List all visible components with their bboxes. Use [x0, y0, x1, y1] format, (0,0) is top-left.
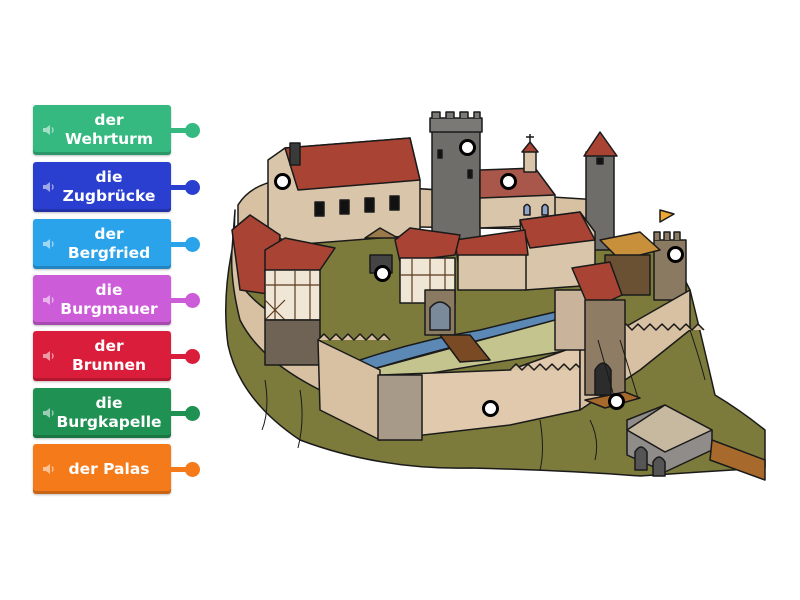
label-die-burgmauer[interactable]: die Burgmauer — [33, 275, 171, 325]
connector-handle[interactable] — [185, 406, 200, 421]
label-text: die Burgkapelle — [56, 394, 162, 431]
connector-handle[interactable] — [185, 180, 200, 195]
speaker-icon[interactable] — [42, 238, 56, 250]
label-text: der Palas — [68, 459, 150, 478]
label-text: der Brunnen — [71, 337, 147, 374]
connector-line — [171, 298, 189, 303]
connector-line — [171, 185, 189, 190]
drop-target-pin[interactable] — [500, 173, 517, 190]
label-text: die Zugbrücke — [62, 168, 156, 205]
drop-target-pin[interactable] — [374, 265, 391, 282]
connector-line — [171, 411, 189, 416]
drop-target-pin[interactable] — [608, 393, 625, 410]
connector-line — [171, 354, 189, 359]
connector-handle[interactable] — [185, 237, 200, 252]
connector-handle[interactable] — [185, 349, 200, 364]
label-die-zugbruecke[interactable]: die Zugbrücke — [33, 162, 171, 212]
label-die-burgkapelle[interactable]: die Burgkapelle — [33, 388, 171, 438]
speaker-icon[interactable] — [42, 350, 56, 362]
label-der-bergfried[interactable]: der Bergfried — [33, 219, 171, 269]
drop-target-pin[interactable] — [667, 246, 684, 263]
drop-target-pin[interactable] — [274, 173, 291, 190]
label-text: der Wehrturm — [65, 111, 153, 148]
speaker-icon[interactable] — [42, 407, 56, 419]
drop-target-pin[interactable] — [459, 139, 476, 156]
speaker-icon[interactable] — [42, 463, 56, 475]
speaker-icon[interactable] — [42, 294, 56, 306]
speaker-icon[interactable] — [42, 181, 56, 193]
label-der-brunnen[interactable]: der Brunnen — [33, 331, 171, 381]
connector-line — [171, 128, 189, 133]
connector-handle[interactable] — [185, 462, 200, 477]
drop-target-pin[interactable] — [482, 400, 499, 417]
label-der-wehrturm[interactable]: der Wehrturm — [33, 105, 171, 155]
speaker-icon[interactable] — [42, 124, 56, 136]
connector-handle[interactable] — [185, 293, 200, 308]
connector-line — [171, 242, 189, 247]
connector-line — [171, 467, 189, 472]
castle-illustration — [225, 111, 766, 481]
label-text: die Burgmauer — [60, 281, 158, 318]
label-der-palas[interactable]: der Palas — [33, 444, 171, 494]
label-text: der Bergfried — [67, 225, 151, 262]
connector-handle[interactable] — [185, 123, 200, 138]
